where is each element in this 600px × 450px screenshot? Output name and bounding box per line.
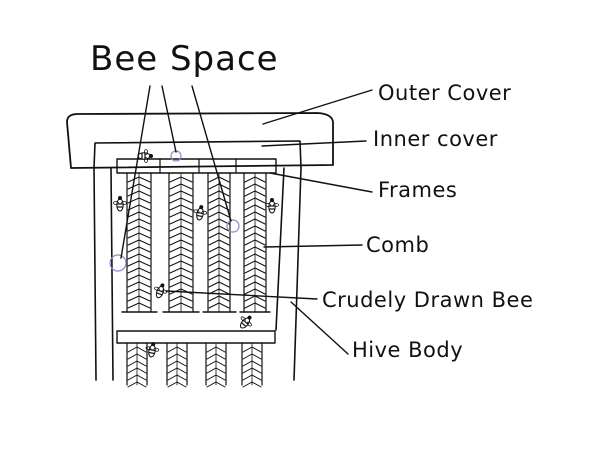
label-hive-body: Hive Body bbox=[352, 338, 463, 362]
hive-body bbox=[93, 167, 302, 381]
leader-lines bbox=[120, 85, 373, 355]
bee-icon bbox=[137, 149, 153, 163]
bee-icon bbox=[145, 342, 160, 358]
comb bbox=[241, 342, 263, 388]
bee-icon bbox=[154, 283, 168, 299]
comb bbox=[126, 172, 152, 313]
bee-space-marker bbox=[109, 254, 127, 272]
label-frames: Frames bbox=[378, 178, 457, 202]
comb bbox=[243, 172, 267, 313]
bee-icon bbox=[193, 205, 208, 221]
comb bbox=[126, 342, 148, 388]
label-comb: Comb bbox=[366, 233, 429, 257]
diagram-title: Bee Space bbox=[90, 39, 279, 79]
leader-comb bbox=[263, 244, 363, 248]
comb bbox=[205, 342, 227, 388]
leader-bee-space-2 bbox=[161, 85, 177, 153]
bee-icon bbox=[113, 196, 127, 212]
leader-frames bbox=[269, 172, 373, 193]
label-crudely-drawn-bee: Crudely Drawn Bee bbox=[322, 288, 533, 312]
bee-icon bbox=[265, 198, 279, 214]
comb bbox=[166, 342, 188, 388]
leader-outer-cover bbox=[262, 89, 373, 125]
outer-cover bbox=[66, 112, 334, 169]
comb bbox=[168, 172, 194, 313]
leader-bee-space-1 bbox=[120, 85, 151, 259]
frame-top-bars bbox=[116, 158, 277, 344]
label-inner-cover: Inner cover bbox=[373, 127, 498, 151]
label-outer-cover: Outer Cover bbox=[378, 81, 511, 105]
comb bbox=[207, 172, 231, 313]
leader-inner-cover bbox=[261, 140, 367, 147]
combs bbox=[121, 172, 271, 388]
inner-cover bbox=[93, 140, 302, 169]
leader-hive-body bbox=[290, 301, 349, 355]
bees bbox=[113, 149, 279, 358]
bee-space-marker bbox=[226, 219, 240, 233]
leader-bee bbox=[165, 290, 318, 300]
leader-bee-space-3 bbox=[191, 85, 232, 222]
bee-icon bbox=[239, 315, 252, 329]
